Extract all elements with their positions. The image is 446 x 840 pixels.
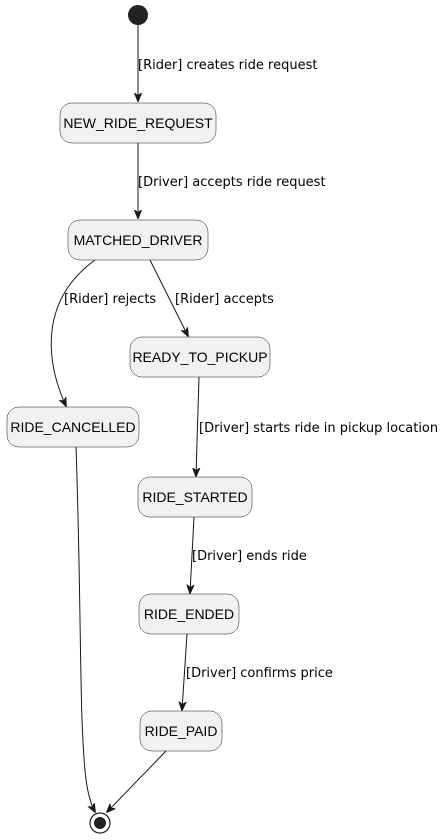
- transition-cancelled-to-end: [75, 446, 95, 812]
- transition-label: [Rider] rejects: [64, 292, 156, 307]
- transition-arrow: [190, 516, 194, 593]
- state-box: [137, 476, 253, 518]
- state-ready-to-pickup: READY_TO_PICKUP: [129, 336, 271, 378]
- state-label: READY_TO_PICKUP: [132, 349, 267, 365]
- transition-arrow: [149, 259, 188, 336]
- transition-paid-to-end: [107, 750, 167, 812]
- transition-arrow: [182, 633, 188, 710]
- transition-matched-to-cancelled: [Rider] rejects: [50, 259, 156, 406]
- transition-matched-to-ready: [Rider] accepts: [149, 259, 274, 336]
- transition-label: [Driver] ends ride: [192, 549, 307, 564]
- transition-arrow: [50, 259, 96, 406]
- state-label: RIDE_STARTED: [142, 489, 247, 505]
- state-box: [67, 219, 209, 261]
- state-box: [129, 336, 271, 378]
- final-state-ring: [89, 812, 111, 834]
- state-new-ride-request: NEW_RIDE_REQUEST: [59, 102, 217, 144]
- state-label: RIDE_CANCELLED: [10, 419, 135, 435]
- transition-ready-to-started: [Driver] starts ride in pickup location: [196, 376, 438, 476]
- state-label: NEW_RIDE_REQUEST: [63, 115, 213, 131]
- transition-ended-to-paid: [Driver] confirms price: [182, 633, 333, 710]
- initial-state-dot: [128, 5, 148, 25]
- state-ride-paid: RIDE_PAID: [139, 710, 223, 752]
- transition-label: [Driver] accepts ride request: [138, 175, 326, 190]
- transition-label: [Rider] creates ride request: [138, 58, 317, 73]
- state-box: [139, 710, 223, 752]
- state-label: RIDE_ENDED: [144, 606, 234, 622]
- transition-new-to-matched: [Driver] accepts ride request: [138, 143, 326, 218]
- state-label: MATCHED_DRIVER: [74, 232, 203, 248]
- state-box: [138, 593, 240, 635]
- transition-arrow: [75, 446, 95, 812]
- transition-label: [Rider] accepts: [175, 292, 274, 307]
- transition-arrow: [107, 750, 167, 812]
- state-label: RIDE_PAID: [145, 723, 218, 739]
- transition-arrow: [196, 376, 199, 476]
- state-ride-cancelled: RIDE_CANCELLED: [6, 406, 140, 448]
- state-box: [59, 102, 217, 144]
- state-ride-ended: RIDE_ENDED: [138, 593, 240, 635]
- final-state: [89, 812, 111, 834]
- transition-label: [Driver] starts ride in pickup location: [199, 421, 438, 436]
- transition-start-to-new: [Rider] creates ride request: [138, 25, 317, 101]
- state-ride-started: RIDE_STARTED: [137, 476, 253, 518]
- transition-label: [Driver] confirms price: [186, 666, 333, 681]
- state-matched-driver: MATCHED_DRIVER: [67, 219, 209, 261]
- transition-started-to-ended: [Driver] ends ride: [190, 516, 307, 593]
- final-state-dot: [94, 817, 106, 829]
- state-box: [6, 406, 140, 448]
